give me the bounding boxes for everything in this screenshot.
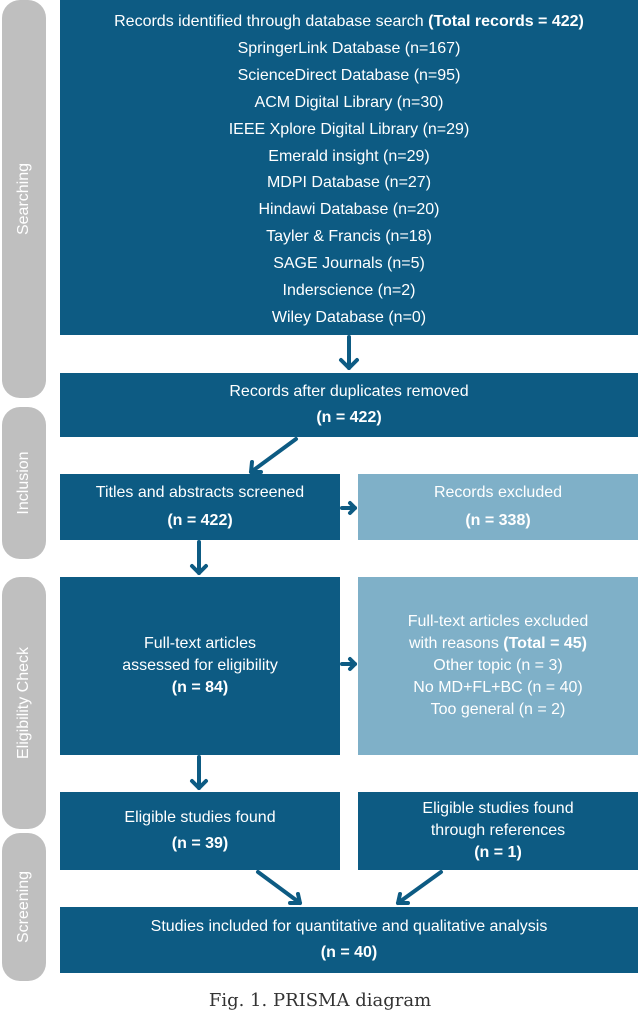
included-label: Studies included for quantitative and qu…	[150, 918, 548, 935]
database-item: SAGE Journals (n=5)	[273, 255, 425, 273]
database-item: Tayler & Francis (n=18)	[266, 228, 432, 246]
figure-caption: Fig. 1. PRISMA diagram	[208, 990, 432, 1011]
eligible-refs-line2: through references	[430, 822, 566, 839]
database-item: Hindawi Database (n=20)	[258, 201, 440, 219]
phase-screening: Screening	[2, 833, 46, 981]
identification-title: Records identified through database sear…	[114, 13, 584, 30]
duplicates-box: Records after duplicates removed (n = 42…	[60, 373, 638, 437]
eligible-label: Eligible studies found	[124, 809, 276, 826]
arrow-screened-to-excluded	[340, 501, 357, 515]
arrow-refs-to-included	[396, 870, 443, 905]
fulltext-excluded-line1: Full-text articles excluded	[407, 613, 589, 630]
screened-box: Titles and abstracts screened (n = 422)	[60, 474, 340, 540]
fulltext-box: Full-text articles assessed for eligibil…	[60, 577, 340, 755]
duplicates-count: (n = 422)	[316, 409, 382, 426]
arrow-duplicates-to-screened	[249, 437, 298, 474]
screened-count: (n = 422)	[167, 512, 233, 529]
arrow-fulltext-to-eligible	[190, 755, 208, 790]
arrow-screened-to-fulltext	[190, 540, 208, 575]
eligible-count: (n = 39)	[171, 835, 229, 852]
fulltext-excluded-line2: with reasons (Total = 45)	[409, 635, 587, 652]
duplicates-label: Records after duplicates removed	[229, 383, 469, 400]
eligible-refs-line1: Eligible studies found	[422, 800, 574, 817]
exclusion-reason: Other topic (n = 3)	[433, 657, 563, 674]
eligible-box: Eligible studies found (n = 39)	[60, 792, 340, 870]
included-count: (n = 40)	[320, 944, 378, 961]
phase-eligibility: Eligibility Check	[2, 577, 46, 829]
excluded-box: Records excluded (n = 338)	[358, 474, 638, 540]
identification-box: Records identified through database sear…	[60, 0, 638, 335]
database-item: MDPI Database (n=27)	[266, 174, 432, 192]
arrow-identification-to-duplicates	[339, 335, 359, 370]
excluded-label: Records excluded	[433, 484, 563, 501]
database-item: ACM Digital Library (n=30)	[254, 93, 444, 111]
excluded-count: (n = 338)	[465, 512, 531, 529]
phase-inclusion: Inclusion	[2, 407, 46, 559]
database-item: Emerald insight (n=29)	[268, 147, 430, 165]
phase-searching: Searching	[2, 0, 46, 398]
screened-label: Titles and abstracts screened	[95, 484, 305, 501]
exclusion-reason: No MD+FL+BC (n = 40)	[413, 679, 583, 696]
eligible-refs-box: Eligible studies found through reference…	[358, 792, 638, 870]
database-item: Wiley Database (n=0)	[271, 308, 427, 326]
eligible-refs-count: (n = 1)	[474, 844, 522, 861]
fulltext-line1: Full-text articles	[143, 635, 257, 652]
fulltext-count: (n = 84)	[171, 679, 229, 696]
included-box: Studies included for quantitative and qu…	[60, 907, 638, 973]
exclusion-reason: Too general (n = 2)	[430, 701, 566, 718]
database-item: Inderscience (n=2)	[282, 282, 416, 300]
arrow-eligible-to-included	[256, 870, 302, 905]
database-item: SpringerLink Database (n=167)	[237, 39, 461, 57]
fulltext-excluded-box: Full-text articles excluded with reasons…	[358, 577, 638, 755]
database-item: IEEE Xplore Digital Library (n=29)	[228, 120, 470, 138]
database-item: ScienceDirect Database (n=95)	[237, 66, 461, 84]
fulltext-line2: assessed for eligibility	[122, 657, 278, 674]
arrow-fulltext-to-excluded	[340, 657, 357, 671]
